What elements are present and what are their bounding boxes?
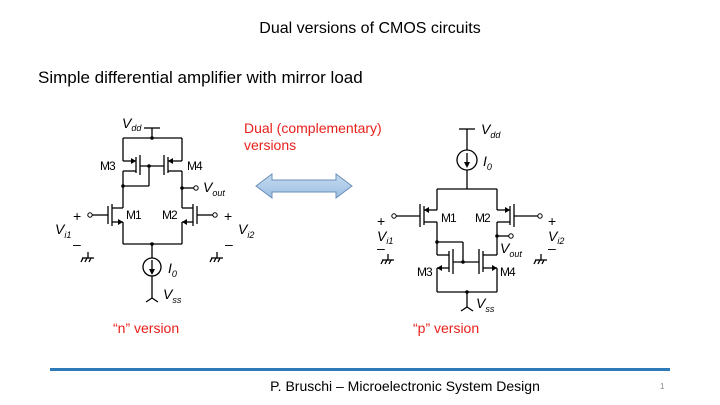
- slide-subtitle: Simple differential amplifier with mirro…: [38, 68, 363, 87]
- dual-label-line1: Dual (complementary): [244, 120, 382, 136]
- m1-label-n: M1: [126, 208, 142, 222]
- m4-source-arrow-icon: [492, 265, 497, 271]
- m3-source-arrow-icon: [437, 265, 442, 271]
- vdd-label-n: Vdd: [122, 115, 142, 133]
- ground-icon: [533, 254, 547, 265]
- footer-divider: [50, 368, 670, 371]
- n-version-circuit: Vdd M3 M4 Vout M1 M2 + Vi1 – + Vi2 – I0 …: [55, 115, 254, 305]
- m2-source-arrow-icon: [182, 219, 187, 225]
- vi1-plus-n: +: [73, 208, 81, 224]
- vout-terminal-p: [508, 233, 514, 239]
- ground-icon: [380, 254, 394, 265]
- vss-symbol-p: [460, 306, 474, 312]
- footer-text: P. Bruschi – Microelectronic System Desi…: [270, 378, 540, 394]
- ground-icon: [80, 252, 94, 263]
- m4-label-p: M4: [500, 265, 516, 279]
- dual-versions-label: Dual (complementary) versions: [244, 120, 382, 154]
- vdd-label-p: Vdd: [481, 121, 501, 140]
- m3-label-p: M3: [417, 265, 433, 279]
- dual-label-line2: versions: [244, 137, 297, 153]
- vi1-terminal-p: [391, 213, 397, 219]
- vi2-minus-n: –: [225, 236, 233, 252]
- i0-label-p: I0: [483, 153, 492, 172]
- vi1-plus-p: +: [377, 213, 385, 229]
- vi2-terminal-n: [212, 212, 218, 218]
- slide-title: Dual versions of CMOS circuits: [259, 20, 481, 37]
- vi1-minus-n: –: [73, 236, 81, 252]
- vss-label-n: Vss: [163, 286, 182, 305]
- p-version-circuit: Vdd I0 M1 M2 + Vi1 – + Vi2 – Vout M3 M4 …: [377, 121, 564, 314]
- ground-icon: [209, 252, 223, 263]
- vss-label-p: Vss: [476, 295, 495, 314]
- vi1-label-n: Vi1: [55, 221, 71, 240]
- m1-source-arrow-icon: [424, 207, 429, 213]
- vout-label-n: Vout: [203, 179, 225, 198]
- p-version-label: “p” version: [413, 320, 480, 336]
- i0-label-n: I0: [168, 260, 177, 279]
- vi2-minus-p: –: [548, 240, 556, 256]
- vss-symbol-n: [145, 297, 159, 303]
- m4-source-arrow-icon: [168, 158, 173, 164]
- m2-label-n: M2: [162, 208, 178, 222]
- vi2-plus-n: +: [224, 208, 232, 224]
- m2-source-arrow-icon: [505, 207, 510, 213]
- vi1-terminal-n: [87, 212, 93, 218]
- vout-terminal-n: [193, 185, 199, 191]
- m4-label-n: M4: [187, 159, 203, 173]
- vi2-label-p: Vi2: [548, 228, 564, 246]
- vi2-terminal-p: [537, 213, 543, 219]
- m3-source-arrow-icon: [131, 158, 136, 164]
- m1-label-p: M1: [441, 211, 457, 225]
- page-number: 1: [660, 382, 665, 391]
- m1-source-arrow-icon: [118, 219, 123, 225]
- double-arrow-icon: [255, 173, 353, 199]
- n-version-label: “n” version: [113, 320, 180, 336]
- vi1-minus-p: –: [377, 240, 385, 256]
- m3-label-n: M3: [100, 159, 116, 173]
- vi2-label-n: Vi2: [238, 221, 254, 240]
- vi2-plus-p: +: [548, 213, 556, 229]
- vi1-label-p: Vi1: [377, 228, 393, 246]
- m2-label-p: M2: [475, 211, 491, 225]
- vout-label-p: Vout: [500, 240, 522, 259]
